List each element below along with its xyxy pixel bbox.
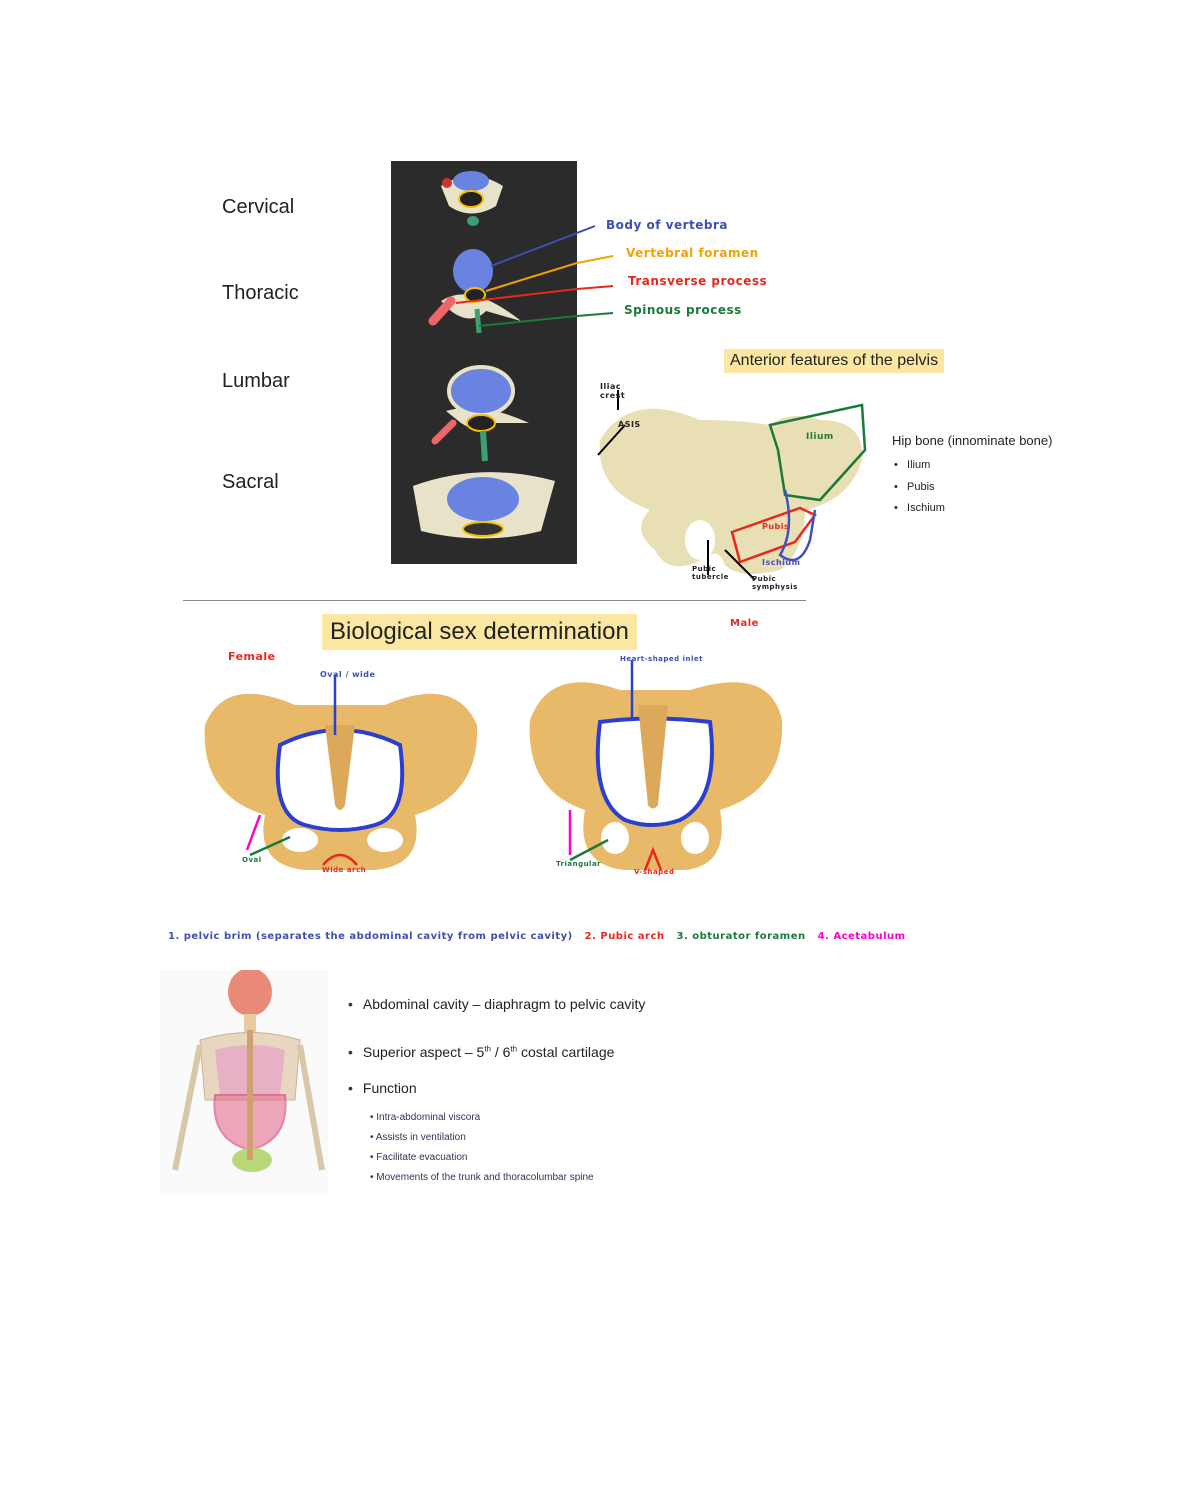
bullet-abdominal-cavity: Abdominal cavity – diaphragm to pelvic c… xyxy=(348,996,645,1012)
label-cervical: Cervical xyxy=(222,196,295,218)
label-iliac-crest: Iliac crest xyxy=(600,382,626,400)
label-female-arch: Wide arch xyxy=(322,866,367,874)
lumbar-vertebra xyxy=(431,365,529,462)
label-thoracic: Thoracic xyxy=(222,282,299,304)
vertebrae-image xyxy=(391,161,577,564)
legend-acetabulum: 4. Acetabulum xyxy=(817,931,906,942)
hip-bone-list: • Ilium • Pubis • Ischium xyxy=(894,455,945,520)
label-male: Male xyxy=(730,618,759,629)
male-pelvis-image xyxy=(529,660,783,871)
label-sacral: Sacral xyxy=(222,471,279,493)
annotation-leader-lines xyxy=(577,225,614,317)
function-list: Intra-abdominal viscora Assists in venti… xyxy=(370,1112,594,1192)
label-ilium: Ilium xyxy=(806,432,834,442)
label-male-foramen: Triangular xyxy=(556,860,602,868)
function-item: Movements of the trunk and thoracolumbar… xyxy=(370,1172,593,1183)
female-pelvis-image xyxy=(204,675,478,870)
label-male-inlet: Heart-shaped inlet xyxy=(620,655,703,663)
label-male-arch: V-shaped xyxy=(634,868,675,876)
label-pubic-tubercle: Pubic tubercle xyxy=(692,565,729,581)
hip-bone-item: • Ilium xyxy=(894,459,931,471)
sex-determination-title: Biological sex determination xyxy=(322,614,637,650)
anterior-pelvis-image xyxy=(597,390,867,581)
label-lumbar: Lumbar xyxy=(222,370,290,392)
annotation-transverse-process: Transverse process xyxy=(628,274,768,288)
annotation-spinous-process: Spinous process xyxy=(624,303,742,317)
label-female: Female xyxy=(228,650,276,663)
sacral-vertebra xyxy=(413,472,555,539)
bullet-function: Function xyxy=(348,1080,645,1096)
hip-bone-heading: Hip bone (innominate bone) xyxy=(892,433,1053,448)
bullet-superior-aspect: Superior aspect – 5th / 6th costal carti… xyxy=(348,1044,645,1060)
label-pubic-symphysis: Pubic symphysis xyxy=(752,575,798,591)
label-ischium: Ischium xyxy=(762,558,801,567)
section-divider xyxy=(183,600,806,601)
function-item: Assists in ventilation xyxy=(370,1132,594,1143)
hip-bone-item: • Ischium xyxy=(894,502,945,514)
label-female-foramen: Oval xyxy=(242,856,262,864)
legend-pubic-arch: 2. Pubic arch xyxy=(584,931,665,942)
pelvis-legend: 1. pelvic brim (separates the abdominal … xyxy=(168,931,906,942)
function-item: Intra-abdominal viscora xyxy=(370,1112,594,1123)
thoracic-vertebra xyxy=(428,249,521,334)
cervical-vertebra xyxy=(441,171,503,226)
label-female-inlet: Oval / wide xyxy=(320,670,376,679)
legend-obturator-foramen: 3. obturator foramen xyxy=(676,931,806,942)
torso-skeleton-image xyxy=(160,970,328,1195)
legend-pelvic-brim: 1. pelvic brim (separates the abdominal … xyxy=(168,931,573,942)
label-pubis: Pubis xyxy=(762,522,790,531)
anterior-pelvis-title: Anterior features of the pelvis xyxy=(724,349,945,373)
function-item: Facilitate evacuation xyxy=(370,1152,594,1163)
annotation-body-of-vertebra: Body of vertebra xyxy=(606,218,728,232)
abdomen-bullets: Abdominal cavity – diaphragm to pelvic c… xyxy=(348,996,645,1102)
label-asis: ASIS xyxy=(618,420,641,429)
annotation-vertebral-foramen: Vertebral foramen xyxy=(626,246,759,260)
hip-bone-item: • Pubis xyxy=(894,480,935,493)
